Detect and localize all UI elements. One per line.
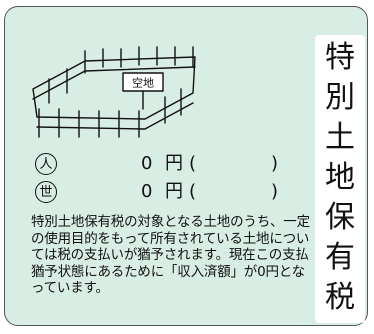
individual-paren-close: ) bbox=[271, 153, 279, 174]
household-amount: 0 bbox=[141, 181, 153, 202]
title-char: 別 bbox=[325, 80, 355, 115]
household-paren-close: ) bbox=[271, 181, 279, 202]
household-mark-icon: 世 bbox=[35, 181, 57, 203]
individual-amount: 0 bbox=[141, 153, 153, 174]
title-char: 土 bbox=[325, 120, 355, 155]
vertical-title: 特 別 土 地 保 有 税 bbox=[315, 35, 365, 323]
title-char: 地 bbox=[325, 160, 355, 195]
info-card: 空地 人 0 円 ( ) 世 0 円 ( ) 特別土地保有税の対象となる土地のう… bbox=[4, 6, 368, 326]
title-char: 特 bbox=[325, 40, 355, 75]
title-char: 税 bbox=[325, 280, 355, 315]
title-char: 有 bbox=[325, 240, 355, 275]
household-paren-open: ( bbox=[189, 181, 197, 202]
individual-mark-icon: 人 bbox=[35, 153, 57, 175]
individual-unit: 円 bbox=[165, 153, 183, 174]
title-char: 保 bbox=[325, 200, 355, 235]
vacant-lot-fence-illustration: 空地 bbox=[32, 46, 196, 138]
vacant-lot-sign-text: 空地 bbox=[132, 76, 154, 90]
individual-paren-open: ( bbox=[189, 153, 197, 174]
row-household: 世 0 円 ( ) bbox=[5, 179, 305, 205]
row-individual: 人 0 円 ( ) bbox=[5, 151, 305, 177]
household-unit: 円 bbox=[165, 181, 183, 202]
description-text: 特別土地保有税の対象となる土地のうち、一定の使用目的をもって所有されている土地に… bbox=[31, 214, 310, 296]
